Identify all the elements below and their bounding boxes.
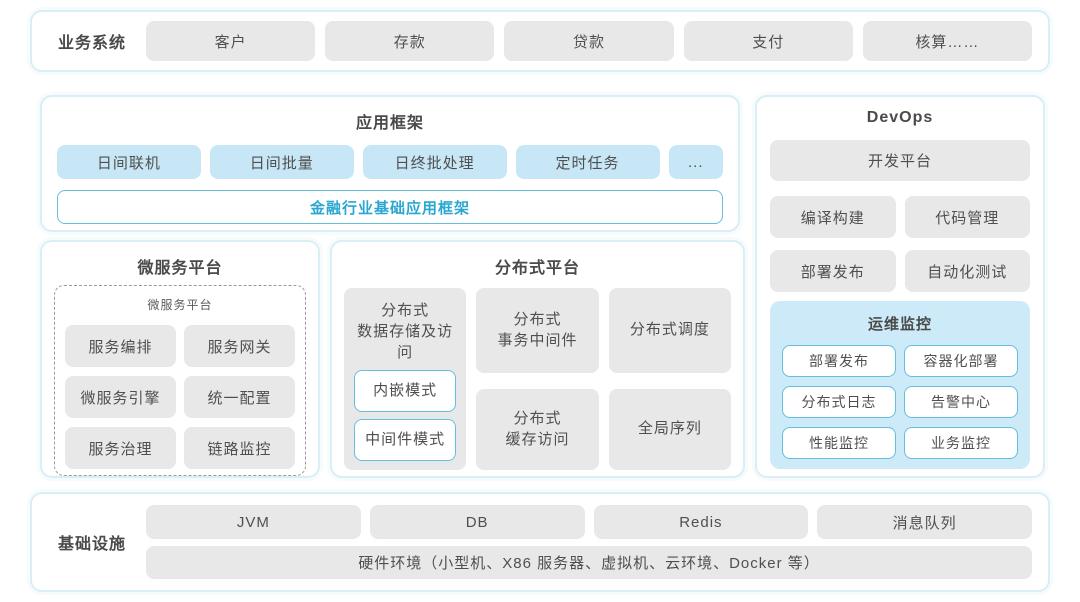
infrastructure-panel: 基础设施 JVM DB Redis 消息队列 硬件环境（小型机、X86 服务器、…	[30, 492, 1050, 592]
business-systems-label: 业务系统	[57, 35, 126, 52]
app-framework-items: 日间联机 日间批量 日终批处理 定时任务 ...	[57, 145, 724, 179]
dist-cell-global-sequence[interactable]: 全局序列	[608, 389, 731, 470]
devops-dev-platform[interactable]: 开发平台	[770, 140, 1030, 181]
appfw-item-daytime-online[interactable]: 日间联机	[57, 145, 201, 179]
devops-items: 编译构建 代码管理 部署发布 自动化测试	[770, 196, 1030, 292]
microservice-panel: 微服务平台 微服务平台 服务编排 服务网关 微服务引擎 统一配置 服务治理 链路…	[40, 240, 320, 478]
business-item-payment[interactable]: 支付	[683, 21, 853, 61]
dist-cell-transaction[interactable]: 分布式 事务中间件	[476, 288, 599, 373]
business-item-customer[interactable]: 客户	[146, 21, 316, 61]
devops-item-deploy[interactable]: 部署发布	[770, 250, 896, 292]
dist-mode-middleware[interactable]: 中间件模式	[354, 419, 457, 461]
distributed-title: 分布式平台	[494, 260, 580, 277]
micro-item-governance[interactable]: 服务治理	[65, 427, 176, 469]
micro-item-orchestration[interactable]: 服务编排	[65, 325, 176, 367]
dist-cell-cache[interactable]: 分布式 缓存访问	[476, 389, 599, 470]
microservice-items: 服务编排 服务网关 微服务引擎 统一配置 服务治理 链路监控	[65, 325, 295, 469]
dist-tx-line1: 分布式	[513, 311, 562, 329]
ops-monitor-panel: 运维监控 部署发布 容器化部署 分布式日志 告警中心 性能监控 业务监控	[770, 301, 1030, 469]
appfw-item-daytime-batch[interactable]: 日间批量	[209, 145, 354, 179]
devops-title: DevOps	[866, 109, 934, 126]
microservice-inner-box: 微服务平台 服务编排 服务网关 微服务引擎 统一配置 服务治理 链路监控	[54, 285, 306, 476]
infrastructure-items: JVM DB Redis 消息队列	[146, 505, 1032, 539]
infra-item-jvm[interactable]: JVM	[146, 505, 361, 539]
infrastructure-content: JVM DB Redis 消息队列 硬件环境（小型机、X86 服务器、虚拟机、云…	[146, 505, 1032, 579]
micro-item-unified-config[interactable]: 统一配置	[184, 376, 295, 418]
devops-panel: DevOps 开发平台 编译构建 代码管理 部署发布 自动化测试 运维监控 部署…	[755, 95, 1045, 478]
infra-item-mq[interactable]: 消息队列	[817, 505, 1032, 539]
dist-cache-line1: 分布式	[513, 410, 562, 428]
monitor-item-biz-monitor[interactable]: 业务监控	[904, 427, 1018, 459]
app-framework-title: 应用框架	[355, 115, 424, 132]
dist-cache-line2: 缓存访问	[505, 430, 570, 448]
business-item-loan[interactable]: 贷款	[504, 21, 674, 61]
finance-base-framework-bar[interactable]: 金融行业基础应用框架	[57, 190, 723, 224]
appfw-item-eod-batch[interactable]: 日终批处理	[362, 145, 507, 179]
business-item-accounting[interactable]: 核算……	[862, 21, 1033, 61]
appfw-item-more[interactable]: ...	[668, 145, 724, 179]
infrastructure-label: 基础设施	[57, 536, 126, 553]
distributed-panel: 分布式平台 分布式 数据存储及访问 内嵌模式 中间件模式 分布式 事务中间件 分…	[330, 240, 745, 478]
ops-monitor-title: 运维监控	[867, 316, 932, 333]
dist-storage-label: 分布式 数据存储及访问	[354, 300, 456, 363]
dist-cell-schedule[interactable]: 分布式调度	[608, 288, 731, 373]
devops-item-auto-test[interactable]: 自动化测试	[904, 250, 1030, 292]
business-systems-panel: 业务系统 客户 存款 贷款 支付 核算……	[30, 10, 1050, 72]
monitor-item-alert-center[interactable]: 告警中心	[904, 386, 1018, 418]
microservice-inner-title: 微服务平台	[147, 298, 213, 312]
micro-item-gateway[interactable]: 服务网关	[184, 325, 295, 367]
infra-item-db[interactable]: DB	[369, 505, 585, 539]
dist-mode-embedded[interactable]: 内嵌模式	[354, 370, 457, 412]
dist-tx-line2: 事务中间件	[497, 331, 578, 349]
infra-item-redis[interactable]: Redis	[593, 505, 809, 539]
dist-storage-label-line1: 分布式	[381, 302, 430, 319]
micro-item-engine[interactable]: 微服务引擎	[65, 376, 176, 418]
monitor-item-deploy[interactable]: 部署发布	[782, 345, 896, 377]
dist-cell-data-storage[interactable]: 分布式 数据存储及访问 内嵌模式 中间件模式	[344, 288, 467, 470]
app-framework-panel: 应用框架 日间联机 日间批量 日终批处理 定时任务 ... 金融行业基础应用框架	[40, 95, 740, 232]
microservice-title: 微服务平台	[137, 260, 223, 277]
devops-item-code-mgmt[interactable]: 代码管理	[904, 196, 1030, 238]
monitor-item-dist-log[interactable]: 分布式日志	[782, 386, 896, 418]
appfw-item-scheduled-task[interactable]: 定时任务	[515, 145, 660, 179]
devops-item-build[interactable]: 编译构建	[770, 196, 896, 238]
hardware-environment-bar[interactable]: 硬件环境（小型机、X86 服务器、虚拟机、云环境、Docker 等）	[146, 546, 1032, 579]
business-item-deposit[interactable]: 存款	[325, 21, 495, 61]
distributed-grid: 分布式 数据存储及访问 内嵌模式 中间件模式 分布式 事务中间件 分布式调度 分…	[344, 288, 731, 470]
micro-item-trace-monitor[interactable]: 链路监控	[184, 427, 295, 469]
monitor-item-perf-monitor[interactable]: 性能监控	[782, 427, 896, 459]
ops-monitor-items: 部署发布 容器化部署 分布式日志 告警中心 性能监控 业务监控	[782, 345, 1018, 459]
dist-storage-label-line2: 数据存储及访问	[357, 323, 454, 361]
monitor-item-container-deploy[interactable]: 容器化部署	[904, 345, 1018, 377]
